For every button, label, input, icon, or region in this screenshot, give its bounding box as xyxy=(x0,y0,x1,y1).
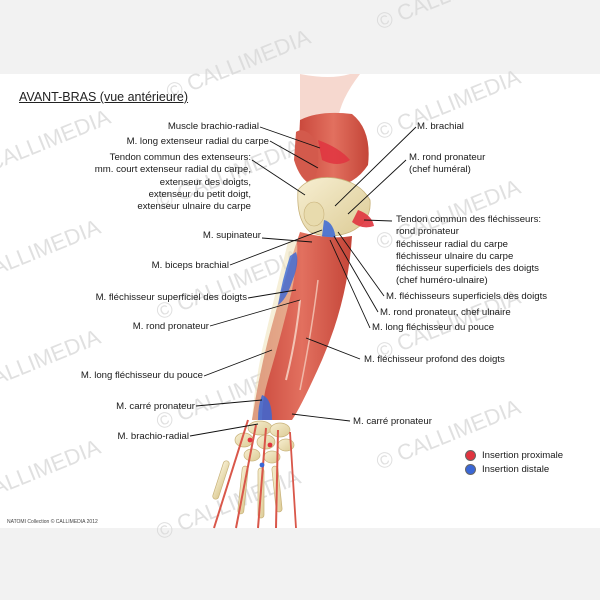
label-tendon-flech: Tendon commun des fléchisseurs:rond pron… xyxy=(396,214,541,288)
legend-distal-swatch xyxy=(465,464,476,475)
label-rond-pronateur-hum: M. rond pronateur(chef huméral) xyxy=(409,152,485,177)
legend-distal-label: Insertion distale xyxy=(482,464,550,475)
watermark-text: © CALLIMEDIA xyxy=(373,394,525,475)
label-carre-pronateur-r: M. carré pronateur xyxy=(353,416,432,428)
diagram-title: AVANT-BRAS (vue antérieure) xyxy=(19,90,189,104)
label-line: extenseur du petit doigt, xyxy=(148,188,251,200)
label-line: M. fléchisseur profond des doigts xyxy=(364,354,505,365)
watermark-text: © CALLIMEDIA xyxy=(0,324,104,405)
brachioradial-upper xyxy=(294,130,319,185)
label-line: M. carré pronateur xyxy=(353,416,432,427)
label-long-flech-pouce-l: M. long fléchisseur du pouce xyxy=(81,370,203,382)
label-tendon-ext: Tendon commun des extenseurs:mm. court e… xyxy=(95,152,251,213)
label-flech-superficiel: M. fléchisseur superficiel des doigts xyxy=(96,292,247,304)
radial-head xyxy=(303,201,325,227)
label-line: M. carré pronateur xyxy=(116,401,195,412)
label-line: M. biceps brachial xyxy=(151,260,229,271)
label-line: extenseur des doigts, xyxy=(159,176,251,188)
forearm-flexors xyxy=(252,232,352,420)
label-line: M. supinateur xyxy=(202,230,261,241)
insertion-proximal-medial xyxy=(352,210,374,228)
label-brachial: M. brachial xyxy=(417,121,464,133)
watermark-text: © CALLIMEDIA xyxy=(0,434,104,515)
insertion-proximal-elbow xyxy=(318,140,350,164)
label-line: Tendon commun des fléchisseurs: xyxy=(396,214,542,225)
label-line: fléchisseur ulnaire du carpe xyxy=(396,250,514,262)
tendon-line-1 xyxy=(285,299,301,381)
legend-proximal: Insertion proximale xyxy=(465,450,563,461)
label-line: M. fléchisseur superficiel des doigts xyxy=(95,292,247,303)
credit-text: NATOMI Collection © CALLIMEDIA 2012 xyxy=(7,519,98,525)
label-brachioradial: Muscle brachio-radial xyxy=(168,121,259,133)
label-line: M. rond pronateur xyxy=(409,152,486,163)
label-line: extenseur ulnaire du carpe xyxy=(137,201,251,213)
insertion-distal-biceps xyxy=(322,220,336,242)
label-line: (chef huméral) xyxy=(409,164,471,176)
legend-proximal-label: Insertion proximale xyxy=(482,450,564,461)
top-band xyxy=(0,0,600,74)
label-carre-pronateur-l: M. carré pronateur xyxy=(116,401,195,413)
insertion-distal-carre xyxy=(258,395,272,420)
label-long-flech-pouce-r: M. long fléchisseur du pouce xyxy=(372,322,494,334)
label-line: mm. court extenseur radial du carpe, xyxy=(94,164,251,176)
label-line: Muscle brachio-radial xyxy=(167,121,259,132)
label-biceps: M. biceps brachial xyxy=(152,260,229,272)
label-flech-profond: M. fléchisseur profond des doigts xyxy=(364,354,505,366)
label-line: (chef huméro-ulnaire) xyxy=(396,275,488,287)
label-line: M. brachial xyxy=(417,121,464,132)
label-line: M. long fléchisseur du pouce xyxy=(372,322,495,333)
label-line: Tendon commun des extenseurs: xyxy=(109,152,251,163)
legend-distal: Insertion distale xyxy=(465,464,549,475)
label-line: fléchisseur radial du carpe xyxy=(396,238,508,250)
legend-proximal-swatch xyxy=(465,450,476,461)
upper-arm-shadow xyxy=(300,74,360,120)
label-line: M. rond pronateur xyxy=(132,321,209,332)
label-line: M. fléchisseurs superficiels des doigts xyxy=(386,291,548,302)
label-brachioradial-2: M. brachio-radial xyxy=(118,431,189,443)
label-line: M. rond pronateur, chef ulnaire xyxy=(380,307,511,318)
hand-tendons xyxy=(213,419,297,529)
bottom-band xyxy=(0,528,600,600)
label-rond-pronateur-l: M. rond pronateur xyxy=(133,321,209,333)
label-line: M. brachio-radial xyxy=(117,431,189,442)
label-line: fléchisseur superficiels des doigts xyxy=(396,263,539,275)
label-flech-superficiels: M. fléchisseurs superficiels des doigts xyxy=(386,291,547,303)
label-long-ext-radial: M. long extenseur radial du carpe xyxy=(127,136,269,148)
tendon-line-2 xyxy=(299,279,319,391)
label-line: M. long fléchisseur du pouce xyxy=(80,370,203,381)
label-line: M. long extenseur radial du carpe xyxy=(126,136,269,147)
label-line: rond pronateur xyxy=(396,226,459,238)
label-supinateur: M. supinateur xyxy=(203,230,261,242)
watermark-text: © CALLIMEDIA xyxy=(373,0,525,35)
leader-lines xyxy=(189,126,417,437)
label-rond-pronateur-uln: M. rond pronateur, chef ulnaire xyxy=(380,307,511,319)
watermark-text: © CALLIMEDIA xyxy=(0,214,104,295)
